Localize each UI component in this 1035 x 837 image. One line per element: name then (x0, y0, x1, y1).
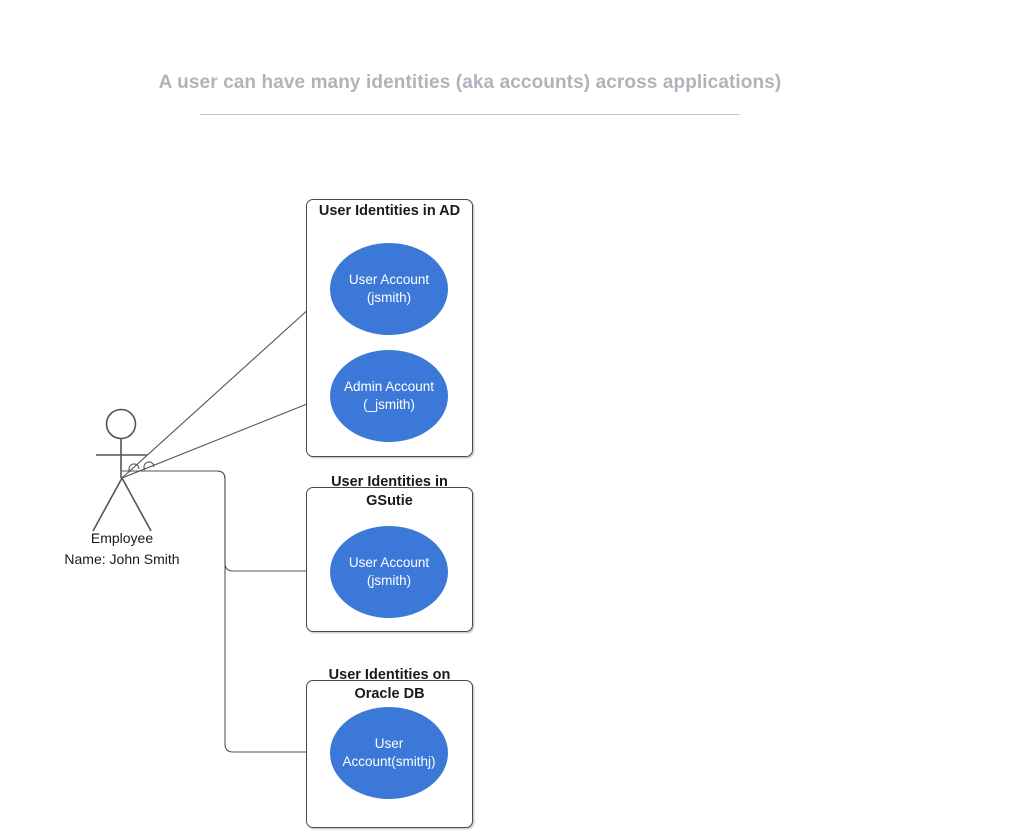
actor-figure (92, 408, 152, 532)
connector-actor-to-user-account-ad (121, 287, 333, 479)
actor-leg-right-line (121, 477, 152, 532)
group-title-ad: User Identities in AD (318, 203, 461, 219)
line-jump-2 (143, 461, 155, 471)
title-divider (200, 114, 740, 115)
page-title: A user can have many identities (aka acc… (158, 72, 782, 93)
node-admin-account-ad[interactable]: Admin Account (_jsmith) (330, 350, 448, 442)
group-title-oracle: User Identities on Oracle DB (328, 667, 451, 702)
actor-head-icon (105, 408, 137, 440)
line-jump-1 (128, 463, 140, 473)
node-user-account-gsuite[interactable]: User Account (jsmith) (330, 526, 448, 618)
group-title-gsuite: User Identities in GSutie (331, 474, 448, 509)
node-user-account-oracle[interactable]: User Account(smithj) (330, 707, 448, 799)
actor-sublabel: Name: John Smith (64, 551, 180, 567)
connector-actor-to-admin-account-ad (121, 393, 333, 479)
actor-leg-left-line (92, 477, 123, 532)
actor-label: Employee (90, 530, 154, 546)
connector-actor-to-oracle (122, 470, 332, 753)
node-user-account-ad[interactable]: User Account (jsmith) (330, 243, 448, 335)
